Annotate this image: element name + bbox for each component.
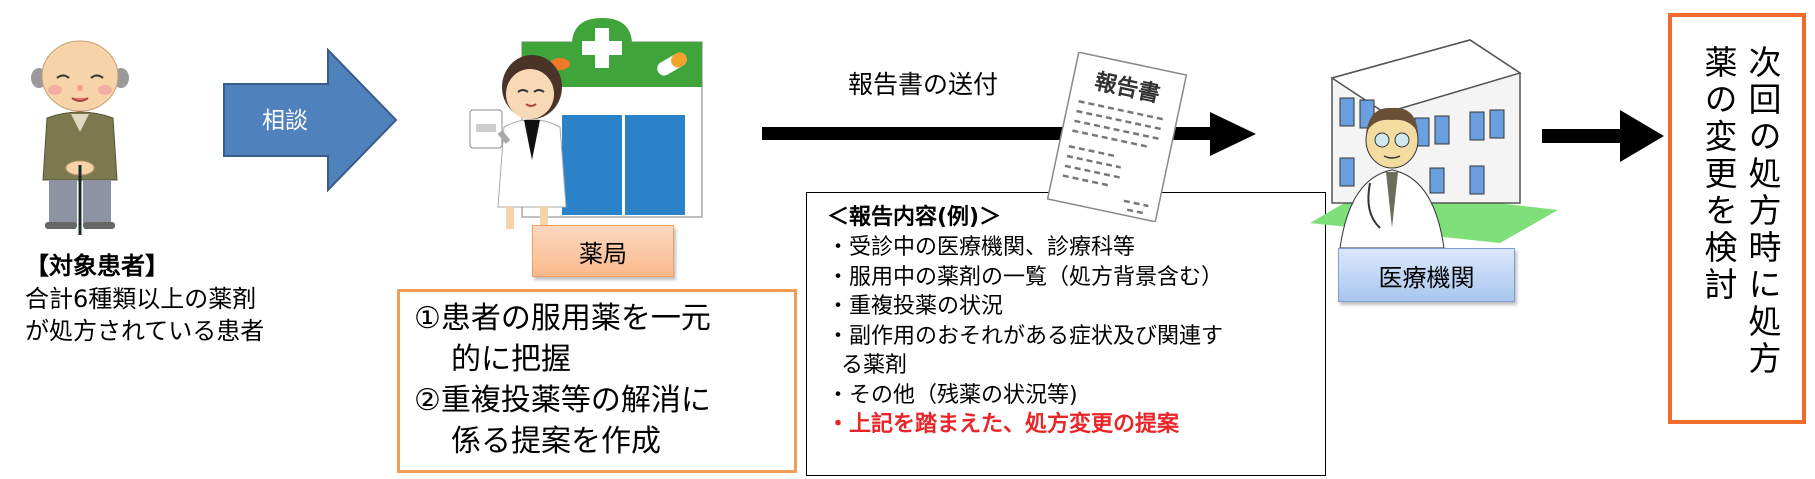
outcome-line: 次回の処方時に処方 [1743, 45, 1782, 378]
pharmacy-label: 薬局 [532, 225, 674, 277]
pharmacy-task-1: ①患者の服用薬を一元 的に把握 [414, 298, 794, 380]
outcome-text: 次回の処方時に処方 薬の変更を検討 [1696, 45, 1784, 378]
outcome-line: 薬の変更を検討 [1699, 45, 1738, 304]
report-item-prescription-change-proposal: ・上記を踏まえた、処方変更の提案 [827, 412, 1180, 437]
target-patient-description: 合計6種類以上の薬剤 が処方されている患者 [25, 283, 264, 347]
target-patient-heading: 【対象患者】 [25, 252, 169, 280]
task-line: ②重複投薬等の解消に [414, 383, 711, 418]
report-item: ・その他（残薬の状況等) [827, 382, 1078, 408]
report-item: ・副作用のおそれがある症状及び関連す [827, 323, 1224, 349]
report-document-icon: 報告書 [1042, 51, 1192, 223]
patient-description-line: 合計6種類以上の薬剤 [25, 285, 257, 313]
report-item: ・重複投薬の状況 [827, 294, 1004, 319]
report-contents-box: ＜報告内容(例)＞ ・受診中の医療機関、診療科等 ・服用中の薬剤の一覧（処方背景… [806, 192, 1326, 476]
send-report-label: 報告書の送付 [848, 70, 999, 99]
task-line: ①患者の服用薬を一元 [414, 301, 711, 336]
pharmacy-tasks-box: ①患者の服用薬を一元 的に把握 ②重複投薬等の解消に 係る提案を作成 [397, 289, 797, 473]
report-contents-title: ＜報告内容(例)＞ [827, 205, 1002, 230]
task-line: 的に把握 [451, 342, 571, 377]
report-item: ・受診中の医療機関、診療科等 [827, 235, 1136, 260]
patient-description-line: が処方されている患者 [25, 317, 265, 345]
outcome-box: 次回の処方時に処方 薬の変更を検討 [1668, 13, 1806, 424]
next-step-arrow-icon [1540, 108, 1666, 164]
medical-institution-label: 医療機関 [1338, 248, 1515, 302]
report-item: る薬剤 [841, 353, 908, 378]
task-line: 係る提案を作成 [451, 424, 661, 459]
hospital-icon [1310, 38, 1558, 249]
elderly-patient-icon [25, 40, 135, 235]
pharmacy-icon [462, 12, 712, 237]
consult-arrow-icon [222, 47, 400, 193]
consult-label: 相談 [262, 108, 308, 134]
pharmacy-task-2: ②重複投薬等の解消に 係る提案を作成 [414, 380, 794, 462]
report-item: ・服用中の薬剤の一覧（処方背景含む） [827, 264, 1224, 290]
